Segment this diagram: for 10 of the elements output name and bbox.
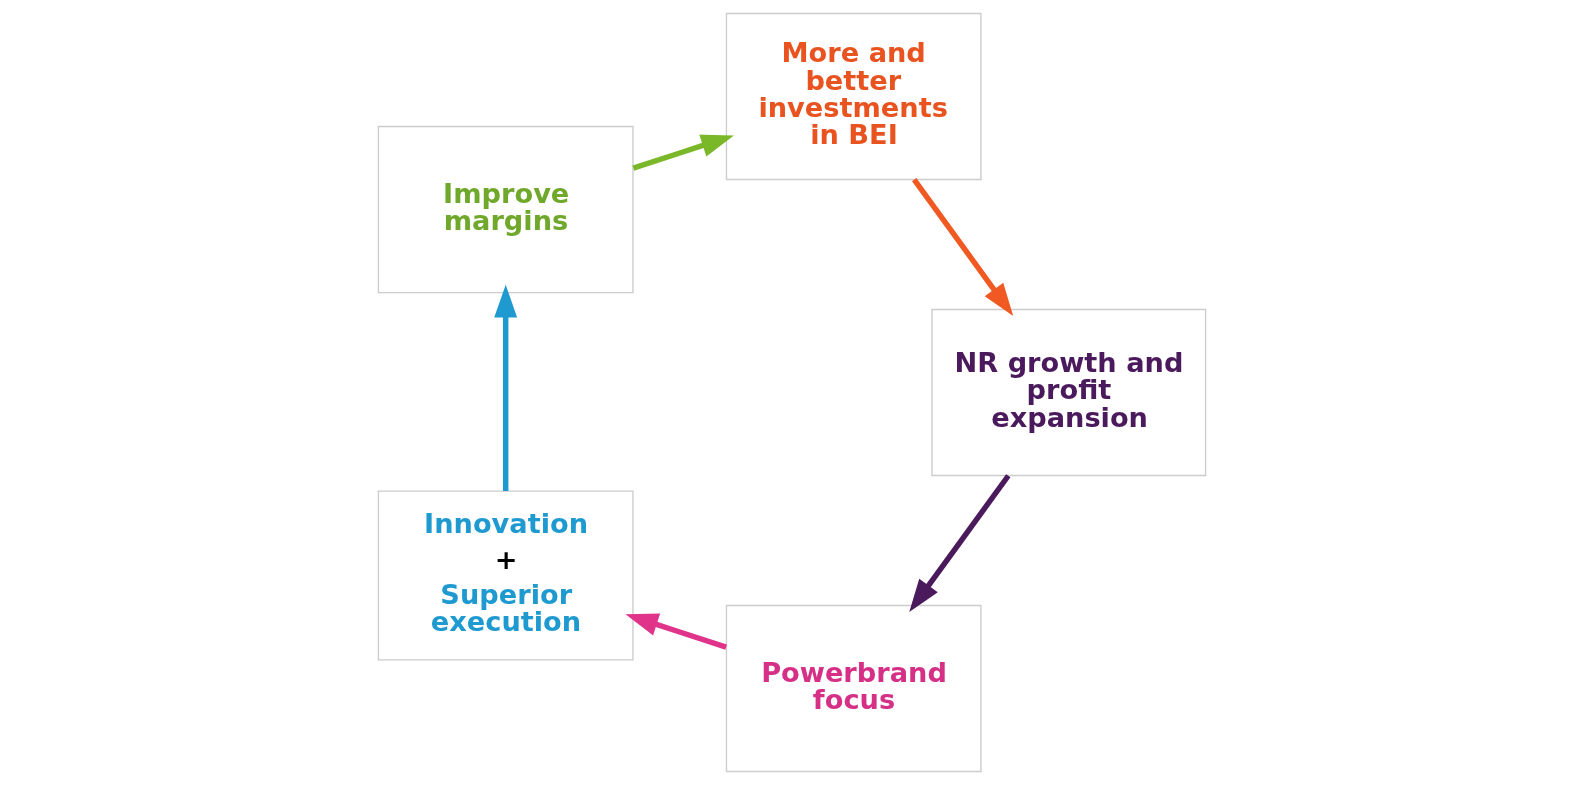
node-box: NR growth and profit expansion	[931, 308, 1207, 477]
node-box: Improve margins	[377, 125, 634, 294]
arrow	[625, 613, 727, 650]
arrow	[494, 284, 518, 492]
node-box: Powerbrand focus	[725, 604, 982, 773]
node-box: Innovation + Superior execution	[377, 490, 634, 661]
arrow	[632, 134, 734, 171]
arrow	[912, 178, 1014, 317]
node-box: More and better investments in BEI	[725, 12, 982, 181]
arrow	[909, 474, 1011, 613]
